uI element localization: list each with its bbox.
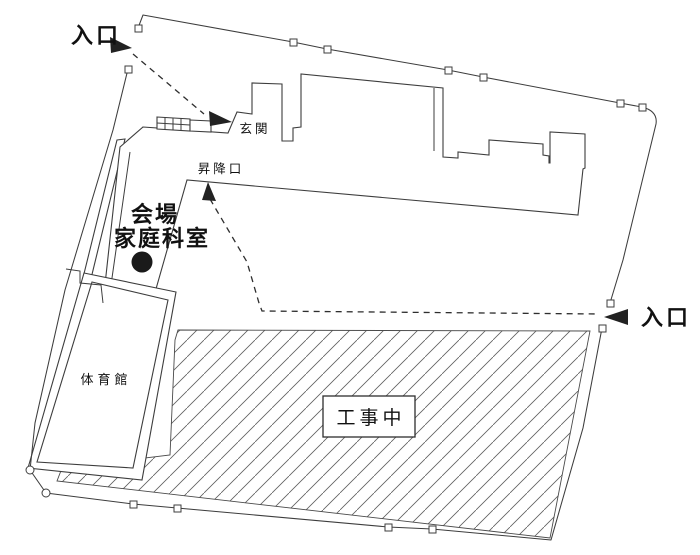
student-entrance-label: 昇降口 [198,162,245,176]
school-building-outline [102,73,586,311]
route-dashed-left [132,53,205,115]
boundary-posts [25,24,647,534]
stairs-icon [156,116,212,133]
under-construction-label: 工事中 [336,407,405,429]
venue-label-line1: 会場 [131,202,179,227]
construction-label-box [322,395,416,438]
gymnasium-shape [36,281,169,469]
venue-label-line2: 家庭科室 [114,226,210,251]
arrow-entrance-left-icon [110,37,132,53]
arrow-genkan-icon [209,111,232,126]
site-boundary-north [137,14,657,304]
wing-internal-wall [108,151,131,300]
arrow-entrance-right-icon [604,309,628,325]
entrance-right-label: 入口 [641,305,691,330]
steps-detail [65,268,104,304]
route-dashed-right [209,198,600,315]
venue-marker-dot [131,251,153,273]
entrance-left-label: 入口 [71,23,121,48]
arrow-shoukouguchi-icon [202,182,216,201]
gymnasium-label: 体育館 [80,372,131,387]
main-entrance-label: 玄関 [239,121,270,136]
